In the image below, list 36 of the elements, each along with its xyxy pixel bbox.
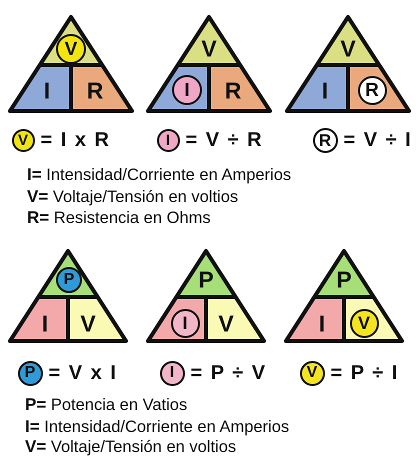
- definition-text: V= Voltaje/Tensión en voltios: [25, 436, 236, 458]
- variable-letter: P: [336, 268, 352, 292]
- formula-text: = I x R: [40, 130, 109, 150]
- formula-text: = P ÷ I: [330, 363, 398, 383]
- variable-letter: R: [86, 80, 104, 102]
- formula-triangle: [285, 15, 411, 113]
- variable-letter: I: [42, 312, 48, 336]
- variable-letter: R: [224, 80, 242, 102]
- definition-text: I= Intensidad/Corriente en Amperios: [27, 164, 292, 186]
- formula-text: = V ÷ I: [344, 130, 411, 150]
- circled-variable: V: [12, 128, 34, 152]
- circled-variable: I: [156, 128, 180, 152]
- definition-text: P= Potencia en Vatios: [25, 394, 188, 416]
- variable-letter: P: [198, 268, 214, 292]
- formula-text: = V x I: [48, 363, 116, 383]
- variable-letter: I: [322, 80, 328, 102]
- variable-letter: I: [44, 80, 50, 102]
- variable-letter: V: [201, 38, 217, 60]
- definition-text: I= Intensidad/Corriente en Amperios: [25, 416, 290, 438]
- definition-text: V= Voltaje/Tensión en voltios: [27, 186, 238, 208]
- formula-text: = P ÷ V: [190, 363, 266, 383]
- formula-text: = V ÷ R: [186, 130, 262, 150]
- formula-triangle: [146, 15, 272, 113]
- circled-variable: P: [18, 360, 42, 386]
- formula-triangle: [284, 249, 404, 343]
- circled-variable: V: [300, 360, 324, 386]
- variable-letter: V: [218, 312, 234, 336]
- formula-triangle: [146, 249, 266, 343]
- variable-letter: V: [340, 38, 356, 60]
- circled-variable: I: [160, 360, 184, 386]
- formula-triangle: [8, 15, 134, 113]
- variable-letter: V: [80, 312, 96, 336]
- variable-letter: I: [318, 312, 326, 336]
- formula-triangle: [8, 249, 128, 343]
- circled-variable: R: [312, 128, 338, 152]
- definition-text: R= Resistencia en Ohms: [27, 207, 211, 229]
